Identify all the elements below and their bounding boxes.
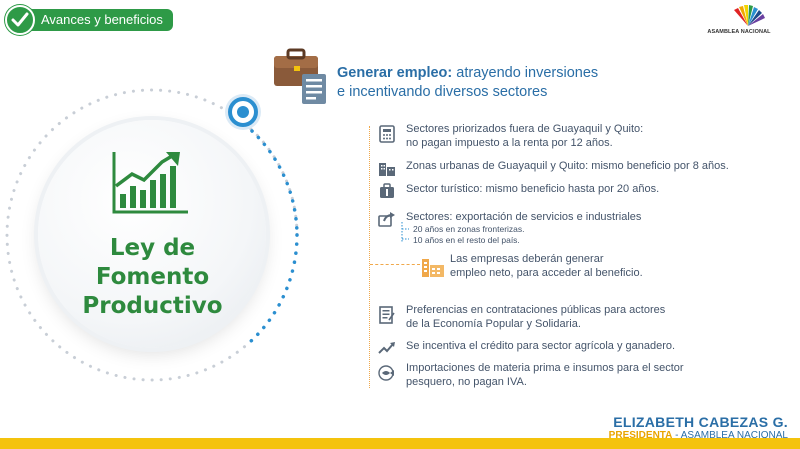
buildings-icon bbox=[376, 157, 398, 179]
signature-name: ELIZABETH CABEZAS G. bbox=[613, 414, 788, 430]
briefcase-icon bbox=[274, 48, 326, 104]
section-tag-label: Avances y beneficios bbox=[25, 9, 173, 31]
growth-chart-icon bbox=[112, 152, 188, 214]
list-item: Sector turístico: mismo beneficio hasta … bbox=[376, 180, 659, 202]
dotted-ring bbox=[5, 88, 299, 382]
list-item: Preferencias en contrataciones públicas … bbox=[376, 304, 665, 331]
list-item: Sectores: exportación de servicios e ind… bbox=[376, 208, 641, 230]
law-circle bbox=[38, 120, 266, 348]
logo-text: ASAMBLEA NACIONAL bbox=[707, 29, 771, 35]
employer-note: Las empresas deberán generar empleo neto… bbox=[420, 253, 643, 280]
signature-role: PRESIDENTA - ASAMBLEA NACIONAL bbox=[608, 430, 788, 441]
bottom-band bbox=[0, 438, 800, 449]
list-item: Sectores priorizados fuera de Guayaquil … bbox=[376, 123, 643, 150]
trend-icon bbox=[376, 337, 398, 359]
factory-icon bbox=[420, 253, 446, 277]
sub-item: 10 años en el resto del país. bbox=[413, 235, 520, 245]
ring-marker bbox=[228, 97, 258, 127]
export-arrow-icon bbox=[376, 208, 398, 230]
list-item: Importaciones de materia prima e insumos… bbox=[376, 362, 684, 389]
document-icon bbox=[376, 304, 398, 326]
luggage-icon bbox=[376, 180, 398, 202]
checkmark-icon bbox=[5, 5, 35, 35]
timeline-line bbox=[369, 126, 370, 388]
sub-item: 20 años en zonas fronterizas. bbox=[413, 224, 525, 234]
sub-bracket bbox=[401, 222, 409, 242]
list-item: Se incentiva el crédito para sector agrí… bbox=[376, 337, 675, 359]
signature: ELIZABETH CABEZAS G. PRESIDENTA - ASAMBL… bbox=[609, 414, 788, 441]
calculator-icon bbox=[376, 123, 398, 145]
section-tag: Avances y beneficios bbox=[5, 5, 173, 35]
sunburst-logo-icon bbox=[734, 5, 765, 26]
section-heading: Generar empleo: atrayendo inversiones e … bbox=[337, 65, 599, 100]
asamblea-logo: ASAMBLEA NACIONAL bbox=[704, 4, 774, 42]
connector-dash bbox=[370, 264, 420, 265]
fish-icon bbox=[376, 362, 398, 384]
law-title: Ley de Fomento Productivo bbox=[82, 235, 223, 319]
list-item: Zonas urbanas de Guayaquil y Quito: mism… bbox=[376, 157, 729, 179]
